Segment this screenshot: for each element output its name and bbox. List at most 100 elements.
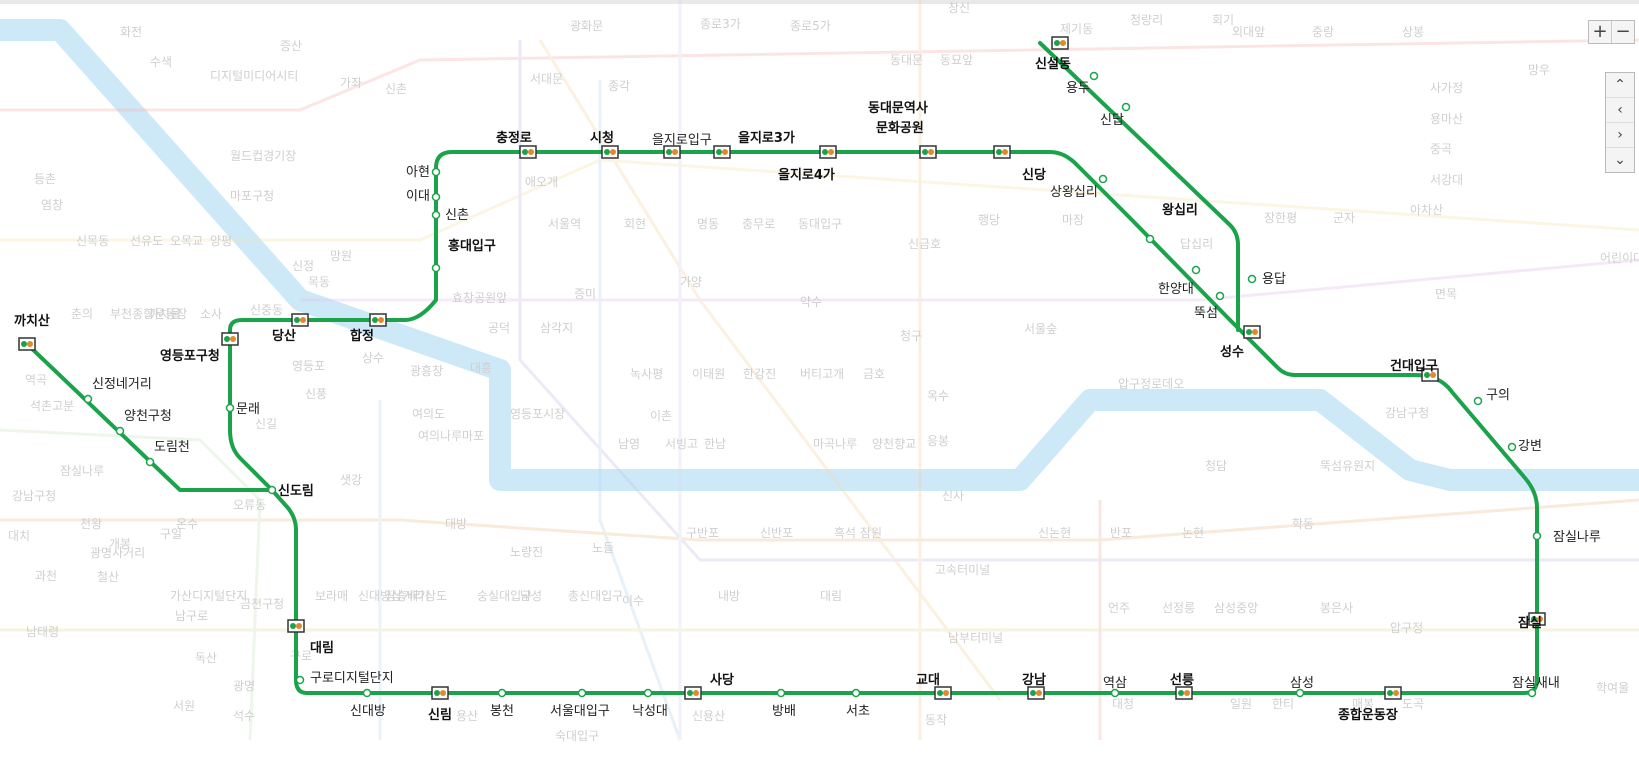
station-40-label[interactable]: 강남 [1022, 672, 1046, 688]
station-10-marker[interactable] [431, 210, 441, 220]
station-31-label[interactable]: 구의 [1486, 388, 1510, 403]
station-12-label[interactable]: 아현 [406, 165, 430, 180]
station-48-label[interactable]: 신림 [428, 708, 452, 723]
station-29-label[interactable]: 용답 [1262, 272, 1286, 287]
station-41-label[interactable]: 교대 [916, 673, 940, 688]
background-station-label: 동작 [925, 713, 947, 727]
station-25-label[interactable]: 성수 [1220, 345, 1244, 360]
station-28-marker[interactable] [1121, 102, 1131, 112]
station-3-label[interactable]: 도림천 [154, 440, 190, 455]
station-23-marker[interactable] [1191, 265, 1201, 275]
station-31-marker[interactable] [1473, 396, 1483, 406]
background-station-label: 남태령 [26, 625, 59, 639]
station-14-label[interactable]: 시청 [590, 130, 614, 146]
station-39-marker[interactable] [1110, 688, 1120, 698]
station-9-marker[interactable] [431, 263, 441, 273]
background-station-label: 삼성중앙 [1214, 601, 1258, 615]
station-33-label[interactable]: 잠실나루 [1553, 530, 1601, 545]
station-32-marker[interactable] [1507, 442, 1517, 452]
station-27-label[interactable]: 용두 [1066, 81, 1090, 96]
station-49-marker[interactable] [362, 688, 372, 698]
station-42-marker[interactable] [851, 688, 861, 698]
station-44-label[interactable]: 사당 [710, 672, 734, 688]
station-0-label[interactable]: 까치산 [14, 313, 50, 329]
station-4-marker[interactable] [267, 485, 277, 495]
chevron-down-icon[interactable]: ⌄ [1614, 152, 1626, 168]
station-10-label[interactable]: 신촌 [445, 208, 469, 223]
station-17-label[interactable]: 을지로4가 [778, 167, 835, 183]
station-46-label[interactable]: 서울대입구 [550, 704, 610, 719]
station-32-label[interactable]: 강변 [1518, 439, 1542, 454]
station-8-label[interactable]: 합정 [350, 328, 374, 344]
station-30-label[interactable]: 건대입구 [1390, 358, 1438, 374]
station-11-label[interactable]: 이대 [406, 189, 430, 204]
background-station-label: 동묘앞 [940, 53, 973, 67]
station-1-marker[interactable] [83, 394, 93, 404]
station-7-label[interactable]: 당산 [272, 328, 296, 344]
chevron-right-icon[interactable]: › [1606, 123, 1634, 148]
station-2-label[interactable]: 양천구청 [124, 409, 172, 424]
station-36-label[interactable]: 종합운동장 [1338, 707, 1398, 723]
station-50-marker[interactable] [295, 675, 305, 685]
station-5-marker[interactable] [225, 403, 235, 413]
background-station-label: 장한평 [1264, 211, 1297, 225]
background-station-label: 오류동 [233, 498, 266, 512]
station-37-marker[interactable] [1295, 688, 1305, 698]
station-35-label[interactable]: 잠실새내 [1512, 676, 1560, 691]
station-43-marker[interactable] [776, 688, 786, 698]
station-21-marker[interactable] [1098, 174, 1108, 184]
station-23-label[interactable]: 한양대 [1158, 282, 1194, 297]
background-station-label: 양천향교 [872, 436, 916, 451]
station-51-label[interactable]: 대림 [310, 641, 334, 656]
station-13-label[interactable]: 충정로 [496, 130, 532, 146]
station-45-label[interactable]: 낙성대 [632, 704, 668, 719]
station-15-label[interactable]: 을지로입구 [652, 133, 712, 148]
station-19-label[interactable]: 문화공원 [876, 120, 924, 136]
station-24-marker[interactable] [1215, 291, 1225, 301]
plus-icon[interactable]: + [1592, 21, 1608, 42]
station-9-label[interactable]: 홍대입구 [448, 238, 496, 254]
station-6-label[interactable]: 영등포구청 [160, 348, 220, 364]
station-28-label[interactable]: 신답 [1100, 113, 1124, 128]
chevron-left-icon[interactable]: ‹ [1606, 98, 1634, 123]
station-1-label[interactable]: 신정네거리 [92, 377, 152, 392]
station-50-label[interactable]: 구로디지털단지 [310, 671, 394, 686]
station-18-label[interactable]: 동대문역사 [868, 100, 928, 116]
chevron-up-icon[interactable]: ⌃ [1606, 73, 1634, 98]
station-46-marker[interactable] [577, 688, 587, 698]
station-24-label[interactable]: 뚝섬 [1194, 306, 1218, 321]
background-station-label: 매봉 [1352, 697, 1374, 711]
station-45-marker[interactable] [643, 688, 653, 698]
station-35-marker[interactable] [1527, 688, 1537, 698]
station-47-label[interactable]: 봉천 [490, 704, 514, 719]
station-20-label[interactable]: 신당 [1022, 167, 1046, 183]
background-station-label: 상도 [425, 589, 447, 603]
station-22-marker[interactable] [1145, 234, 1155, 244]
station-2-marker[interactable] [115, 426, 125, 436]
station-11-marker[interactable] [431, 192, 441, 202]
background-station-label: 군자 [1333, 211, 1355, 225]
station-5-label[interactable]: 문래 [236, 402, 260, 417]
station-42-label[interactable]: 서초 [846, 704, 870, 719]
station-27-marker[interactable] [1089, 71, 1099, 81]
station-26-label[interactable]: 신설동 [1035, 57, 1071, 72]
background-station-label: 효창공원앞 [452, 291, 507, 305]
station-22-label[interactable]: 왕십리 [1162, 202, 1198, 218]
station-21-label[interactable]: 상왕십리 [1050, 185, 1098, 200]
station-39-label[interactable]: 역삼 [1103, 676, 1127, 691]
station-34-label[interactable]: 잠실 [1518, 615, 1542, 631]
station-4-label[interactable]: 신도림 [278, 484, 314, 499]
station-43-label[interactable]: 방배 [772, 704, 796, 719]
station-33-marker[interactable] [1532, 531, 1542, 541]
minus-icon[interactable]: − [1611, 21, 1634, 43]
station-38-label[interactable]: 선릉 [1170, 672, 1194, 688]
station-49-label[interactable]: 신대방 [350, 704, 386, 719]
station-29-marker[interactable] [1247, 274, 1257, 284]
station-37-label[interactable]: 삼성 [1290, 676, 1314, 691]
station-3-marker[interactable] [145, 457, 155, 467]
station-12-marker[interactable] [431, 167, 441, 177]
station-16-label[interactable]: 을지로3가 [738, 130, 795, 146]
station-47-marker[interactable] [497, 688, 507, 698]
